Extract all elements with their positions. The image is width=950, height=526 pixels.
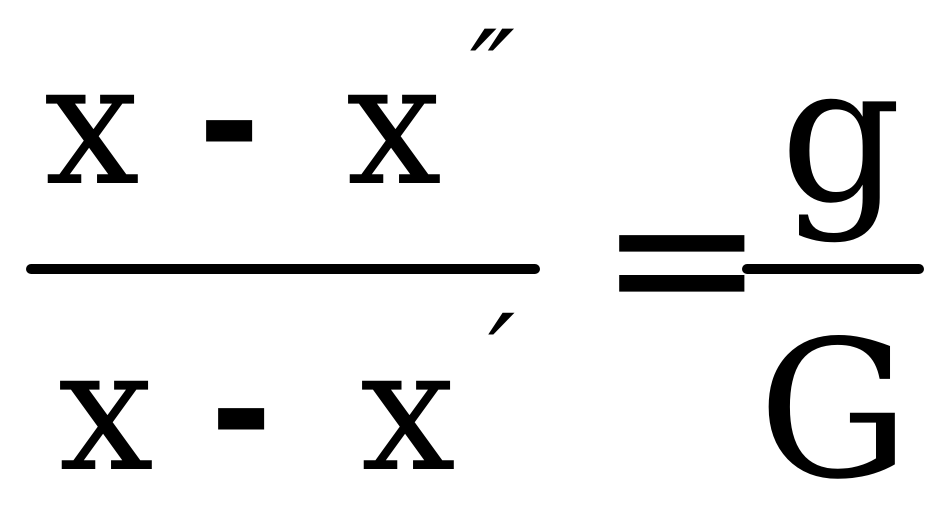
- right-fraction-bar: [742, 264, 924, 274]
- prime-mark: ′: [488, 290, 516, 429]
- denominator-minus-sign: -: [210, 324, 273, 498]
- right-denominator-G: G: [758, 300, 910, 521]
- left-fraction-bar: [26, 264, 540, 274]
- right-numerator-g: g: [780, 24, 902, 245]
- numerator-variable-x: x: [44, 26, 140, 224]
- numerator-minus-sign: -: [198, 36, 261, 210]
- equals-sign: =: [598, 141, 766, 374]
- double-prime-mark: ″: [470, 6, 515, 145]
- numerator-variable-x-double-prime: x: [346, 26, 442, 224]
- denominator-variable-x: x: [58, 312, 154, 510]
- denominator-variable-x-prime: x: [360, 312, 456, 510]
